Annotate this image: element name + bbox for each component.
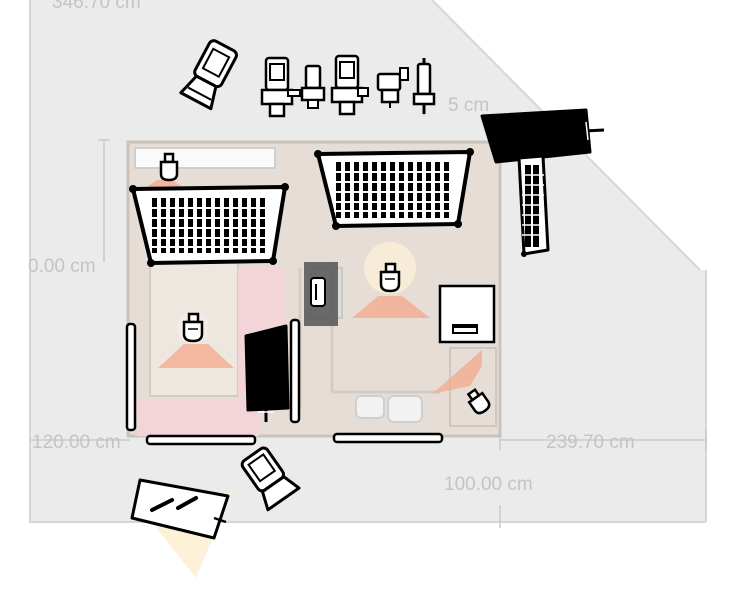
dimension-label-bottom-center: 100.00 cm: [444, 474, 533, 495]
dimension-label-left: 0.00 cm: [28, 256, 96, 277]
camera-icon[interactable]: [376, 67, 409, 108]
studio-light-icon[interactable]: [465, 387, 491, 415]
dimension-label-top: 346.70 cm: [52, 0, 141, 13]
camera-icon[interactable]: [179, 38, 240, 111]
camera-icon[interactable]: [237, 444, 301, 512]
light-stand-icon[interactable]: [412, 58, 436, 114]
strip-softbox-icon[interactable]: [517, 154, 550, 257]
reflector-icon[interactable]: [289, 318, 301, 424]
camera-icon[interactable]: [260, 56, 301, 118]
sink-left: [355, 395, 385, 419]
light-stand-icon[interactable]: [304, 262, 338, 326]
softbox-icon[interactable]: [129, 183, 289, 267]
pink-rug-bottom: [135, 400, 259, 436]
sink-right: [387, 395, 423, 423]
reflector-icon[interactable]: [332, 432, 444, 444]
dimension-label-top-right: 5 cm: [448, 95, 489, 116]
camera-icon[interactable]: [330, 54, 369, 116]
softbox-icon[interactable]: [314, 148, 474, 230]
reflector-icon[interactable]: [438, 284, 496, 344]
softbox-icon[interactable]: [130, 478, 230, 540]
light-stand-icon[interactable]: [300, 64, 326, 109]
dimension-label-bottom-left: 120.00 cm: [32, 432, 121, 453]
black-flag-icon[interactable]: [244, 324, 290, 422]
dimension-label-bottom-right: 239.70 cm: [546, 432, 635, 453]
reflector-icon[interactable]: [125, 322, 137, 432]
black-flag-icon[interactable]: [480, 108, 605, 164]
reflector-icon[interactable]: [145, 434, 257, 446]
studio-light-icon[interactable]: [364, 242, 416, 294]
light-cones: [145, 180, 482, 394]
studio-light-icon[interactable]: [177, 312, 209, 344]
wall-shelf: [134, 147, 276, 169]
studio-light-icon[interactable]: [159, 152, 179, 182]
